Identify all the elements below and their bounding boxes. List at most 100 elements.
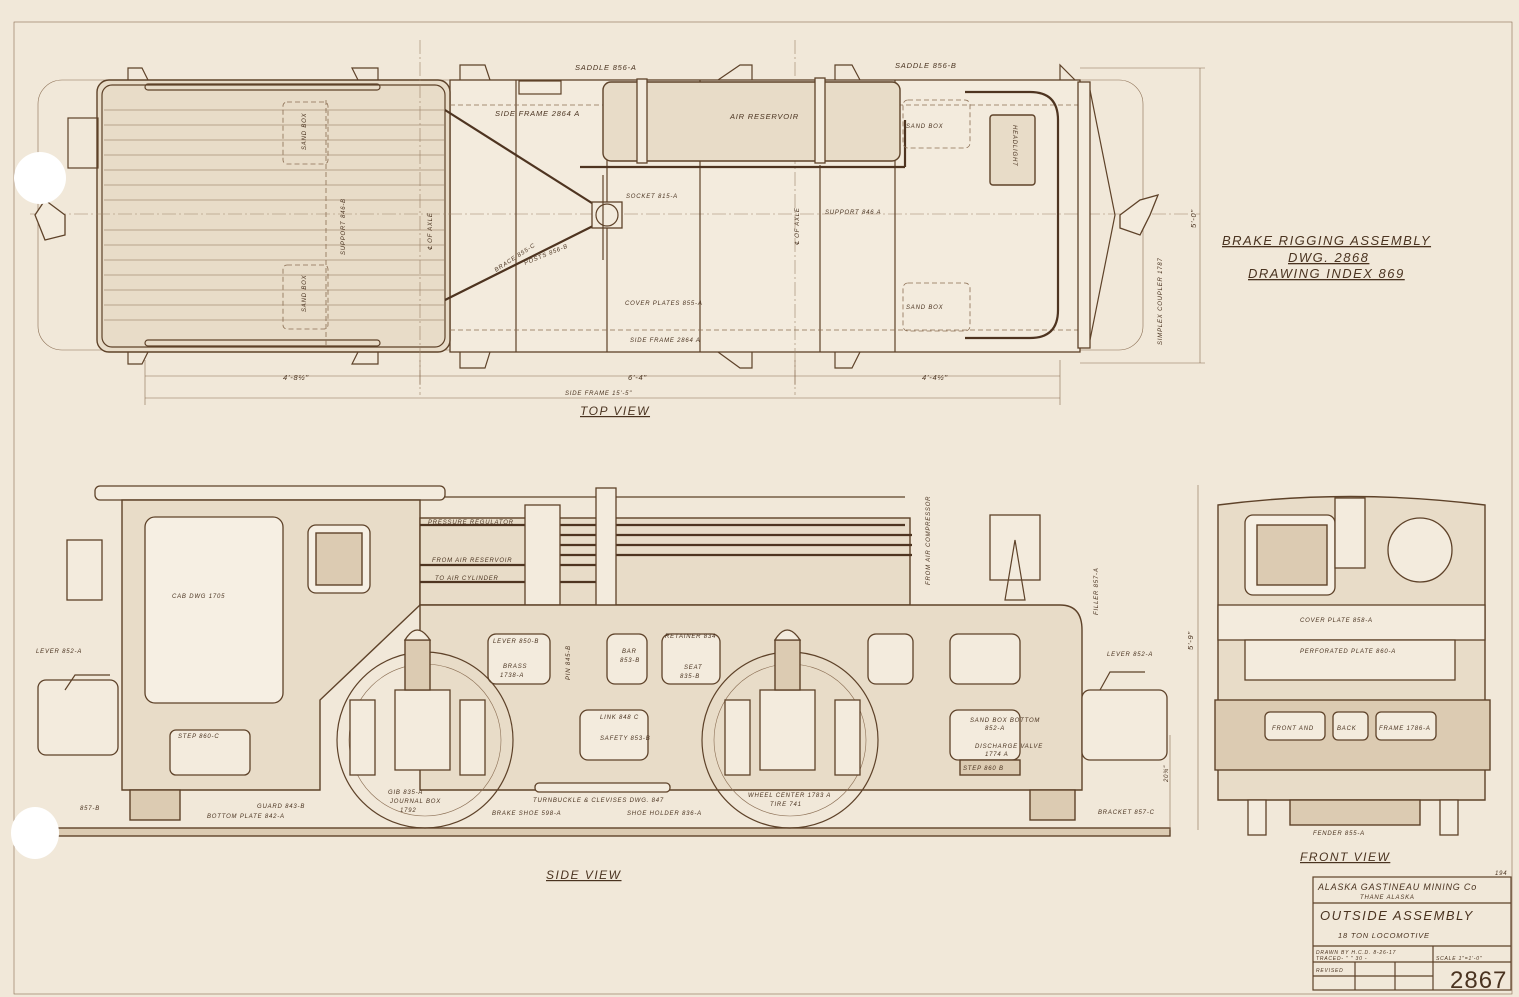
label-sand-box-bottom-number: 852-A xyxy=(985,726,1005,732)
rear-headlight-side xyxy=(66,539,103,601)
frame-slot xyxy=(518,80,562,95)
note-line-1: BRAKE RIGGING ASSEMBLY xyxy=(1222,233,1431,248)
label-side-frame: SIDE FRAME 2864 A xyxy=(630,338,701,344)
front-view: COVER PLATE 858-A PERFORATED PLATE 860-A… xyxy=(1214,495,1491,864)
punch-hole-bottom xyxy=(11,807,59,859)
window-glass xyxy=(315,532,363,586)
label-discharge-valve: DISCHARGE VALVE xyxy=(975,744,1043,750)
label-retainer: RETAINER 834 xyxy=(665,634,716,640)
sand-box-left-top xyxy=(282,101,329,165)
top-view: SADDLE 856-A SADDLE 856-B SIDE FRAME 286… xyxy=(30,40,1205,418)
air-tank-side xyxy=(419,517,911,606)
label-tire: TIRE 741 xyxy=(770,802,802,808)
label-fender: FENDER 855-A xyxy=(1313,831,1365,837)
traced: TRACED- " " 30 - xyxy=(1316,956,1367,962)
dim-side-frame: SIDE FRAME 15'-5" xyxy=(565,391,632,397)
dim-coupler-height: 20¾" xyxy=(1164,765,1170,783)
note-line-2: DWG. 2868 xyxy=(1288,250,1369,265)
scale: SCALE 1"=1'-0" xyxy=(1436,956,1482,962)
roof-rail-top xyxy=(144,83,381,91)
label-side-frame: SIDE FRAME 2864 A xyxy=(495,109,580,118)
label-bottom-plate: BOTTOM PLATE 842-A xyxy=(207,814,285,820)
rear-coupler xyxy=(37,679,119,756)
sand-box-right-bottom xyxy=(902,282,971,332)
spring-cap-rear xyxy=(403,629,432,641)
step-860-c xyxy=(169,729,251,776)
label-support-846b: SUPPORT 846-B xyxy=(341,198,347,255)
sand-dome-cone xyxy=(1004,539,1026,601)
label-sand-box: SAND BOX xyxy=(906,124,944,130)
label-safety: SAFETY 853-B xyxy=(600,736,651,742)
label-headlight: HEADLIGHT xyxy=(1011,125,1017,167)
note-line-3: DRAWING INDEX 869 xyxy=(1248,266,1405,281)
pedestal-rear-right xyxy=(459,699,486,776)
side-view-labels: PRESSURE REGULATOR FROM AIR RESERVOIR TO… xyxy=(36,496,1195,820)
buffer-beam xyxy=(1077,81,1091,349)
label-saddle-856-a: SADDLE 856-A xyxy=(575,63,637,72)
frame-openings xyxy=(487,633,1021,761)
frame-panels xyxy=(1264,711,1437,741)
label-bracket: BRACKET 857-C xyxy=(1098,810,1155,816)
label-lever-rear: LEVER 852-A xyxy=(36,649,82,655)
label-pin: PIN 845-B xyxy=(566,645,572,680)
rear-headlight xyxy=(67,117,99,169)
rear-bracket xyxy=(129,789,181,821)
dim-width: 5'-0" xyxy=(1189,209,1198,228)
brace-upper xyxy=(444,109,596,206)
label-sand-box: SAND BOX xyxy=(906,305,944,311)
label-guard: GUARD 843-B xyxy=(257,804,305,810)
label-frame: FRAME 1786-A xyxy=(1379,726,1431,732)
label-discharge-valve-number: 1774 A xyxy=(985,752,1009,758)
lever-852-a-rear xyxy=(64,674,110,691)
cab-door xyxy=(144,516,284,704)
front-coupler xyxy=(1081,689,1168,761)
cab-roof-inner xyxy=(101,84,446,348)
roof-hatching xyxy=(104,109,444,321)
label-saddle-856-b: SADDLE 856-B xyxy=(895,61,957,70)
journal-box-rear xyxy=(394,689,451,771)
spring-rear xyxy=(404,639,431,691)
headlight xyxy=(989,114,1036,186)
step-860-b xyxy=(959,759,1021,776)
label-brass-number: 1738-A xyxy=(500,673,524,679)
handrail xyxy=(965,90,1060,340)
label-wheel-center: WHEEL CENTER 1783 A xyxy=(748,793,831,799)
frame-tabs xyxy=(127,63,1076,369)
label-axle-centerline: ℄ OF AXLE xyxy=(427,212,434,250)
title-block-frame xyxy=(1312,876,1512,991)
socket-815-a xyxy=(591,201,623,229)
revised: REVISED xyxy=(1316,968,1344,974)
label-step-860b: STEP 860 B xyxy=(963,766,1004,772)
label-filler: FILLER 857-A xyxy=(1094,567,1100,615)
label-lever-850b: LEVER 850-B xyxy=(493,639,539,645)
label-bar: BAR xyxy=(622,649,637,655)
sand-box-right-top xyxy=(902,99,971,149)
coupler-chain xyxy=(1089,89,1116,341)
side-view-title: SIDE VIEW xyxy=(546,868,622,882)
dimension-lines xyxy=(144,67,1205,405)
side-dimension-lines xyxy=(1169,485,1199,830)
drawn-by: DRAWN BY H.C.D. 8-26-17 xyxy=(1316,950,1396,956)
label-cab-dwg: CAB DWG 1705 xyxy=(172,594,225,600)
socket-ring xyxy=(595,203,619,227)
front-air-tank xyxy=(1387,517,1453,583)
dim-height: 5'-9" xyxy=(1186,631,1195,650)
coupler-hook-front xyxy=(1119,194,1160,236)
pedestal-front-left xyxy=(724,699,751,776)
label-axle-centerline: ℄ OF AXLE xyxy=(794,207,801,245)
label-sand-box: SAND BOX xyxy=(302,112,308,150)
front-bracket xyxy=(1029,789,1076,821)
cab-roof xyxy=(96,79,451,353)
dim-front: 4'-4½" xyxy=(922,373,948,382)
sheet-mark: 194 xyxy=(1495,871,1507,877)
label-sand-box: SAND BOX xyxy=(302,274,308,312)
label-cover-plate: COVER PLATE 858-A xyxy=(1300,618,1373,624)
top-view-title: TOP VIEW xyxy=(580,404,650,418)
label-shoe-holder: SHOE HOLDER 836-A xyxy=(627,811,702,817)
lever-852-a-front xyxy=(1099,671,1145,691)
company-name: ALASKA GASTINEAU MINING Co xyxy=(1317,882,1477,892)
front-view-title: FRONT VIEW xyxy=(1300,850,1391,864)
dim-cab: 4'-8½" xyxy=(283,373,309,382)
